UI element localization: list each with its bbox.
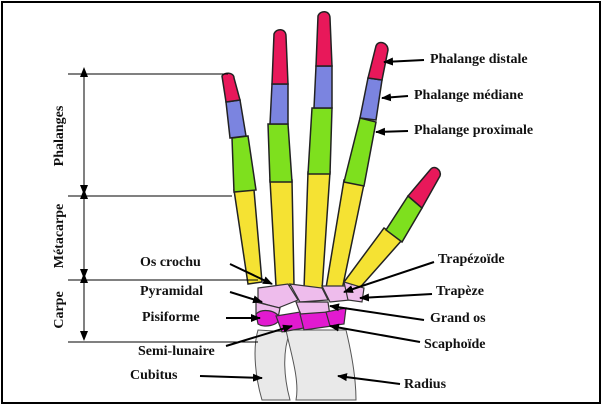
label-trapezoide: Trapézoïde [438,252,505,268]
label-grand-os: Grand os [430,311,486,327]
label-os-crochu: Os crochu [140,255,201,271]
forearm-bones [255,330,356,400]
label-phalange-mediane: Phalange médiane [414,88,523,104]
label-phalange-distale: Phalange distale [430,52,528,68]
region-label-carpe: Carpe [52,270,68,350]
label-phalange-proximale: Phalange proximale [414,123,533,139]
radius-bone [286,330,356,400]
region-label-metacarpe: Métacarpe [52,196,68,276]
label-radius: Radius [404,377,446,393]
label-scaphoide: Scaphoïde [424,337,485,353]
cubitus-bone [255,330,290,400]
label-semi-lunaire: Semi-lunaire [138,344,215,360]
label-pisiforme: Pisiforme [142,310,200,326]
label-pyramidal: Pyramidal [140,284,203,300]
metacarpal-bones [234,172,402,292]
label-cubitus: Cubitus [130,368,177,384]
label-trapeze: Trapèze [436,284,484,300]
region-label-phalanges: Phalanges [52,96,68,176]
